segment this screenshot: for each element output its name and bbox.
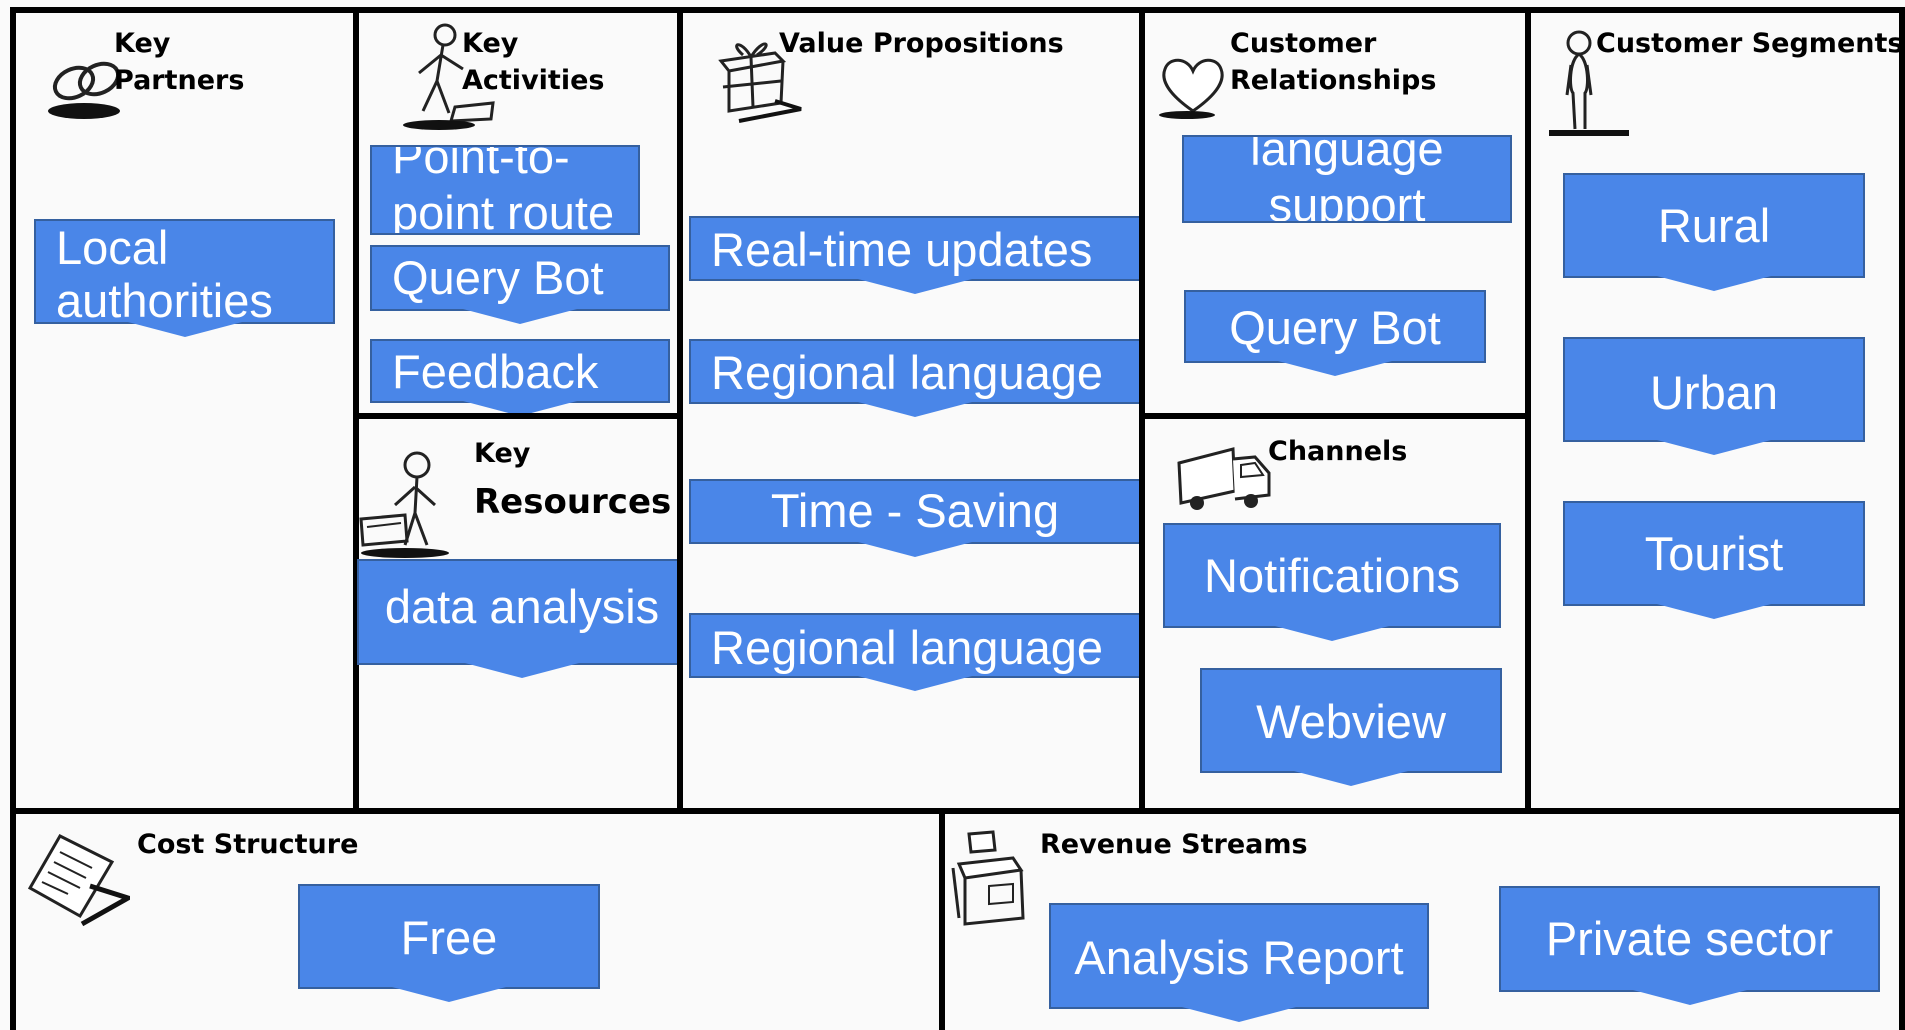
feedback-note: Feedback <box>370 339 670 416</box>
value-propositions-block: Value Propositions Real-time updates Reg… <box>677 7 1145 814</box>
cost-structure-title: Cost Structure <box>137 829 359 860</box>
cash-register-icon <box>951 830 1025 926</box>
key-activities-block: Key Activities Point-to- point route Que… <box>353 7 683 419</box>
channels-title: Channels <box>1268 436 1408 467</box>
webview-note: Webview <box>1200 668 1502 786</box>
urban-note: Urban <box>1563 337 1865 455</box>
gift-box-icon <box>718 42 802 123</box>
tourist-note: Tourist <box>1563 501 1865 619</box>
private-sector-note: Private sector <box>1499 886 1880 1005</box>
point-to-point-route-note: Point-to- point route <box>370 145 640 235</box>
revenue-streams-title: Revenue Streams <box>1040 829 1308 860</box>
channels-block: Channels Notifications Webview <box>1139 413 1531 814</box>
revenue-streams-block: Revenue Streams Analysis Report Private … <box>939 808 1905 1030</box>
real-time-updates-note: Real-time updates <box>689 216 1141 294</box>
data-analysis-note: data analysis <box>357 559 687 678</box>
query-bot-relationship-note: Query Bot <box>1184 290 1486 376</box>
customer-segments-block: Customer Segments Rural Urban Tourist <box>1525 7 1905 814</box>
language-support-note: language support <box>1182 135 1512 223</box>
customer-segments-title: Customer Segments <box>1596 28 1904 59</box>
key-activities-title: Key Activities <box>462 28 605 96</box>
customer-relationships-title: Customer Relationships <box>1230 28 1437 96</box>
cost-structure-block: Cost Structure Free <box>10 808 945 1030</box>
regional-language-note: Regional language <box>689 339 1141 417</box>
chain-link-icon <box>48 61 121 119</box>
key-partners-block: Key Partners Local authorities <box>10 7 359 814</box>
query-bot-note: Query Bot <box>370 245 670 324</box>
customer-relationships-block: Customer Relationships language support … <box>1139 7 1531 419</box>
time-saving-note: Time - Saving <box>689 479 1141 557</box>
regional-language-note-2: Regional language <box>689 613 1141 691</box>
person-with-materials-icon <box>359 451 449 558</box>
value-propositions-title: Value Propositions <box>779 28 1064 59</box>
local-authorities-note: Local authorities <box>34 219 335 337</box>
rural-note: Rural <box>1563 173 1865 291</box>
key-resources-title: Key Resources <box>474 438 672 522</box>
analysis-report-note: Analysis Report <box>1049 903 1429 1022</box>
heart-icon <box>1159 58 1224 119</box>
delivery-truck-icon <box>1177 447 1271 510</box>
standing-person-icon <box>1549 30 1629 136</box>
digging-person-icon <box>403 23 495 130</box>
key-resources-block: Key Resources data analysis <box>353 413 687 814</box>
key-partners-title: Key Partners <box>114 28 245 96</box>
free-note: Free <box>298 884 600 1002</box>
invoice-document-icon <box>27 834 130 927</box>
notifications-note: Notifications <box>1163 523 1501 641</box>
